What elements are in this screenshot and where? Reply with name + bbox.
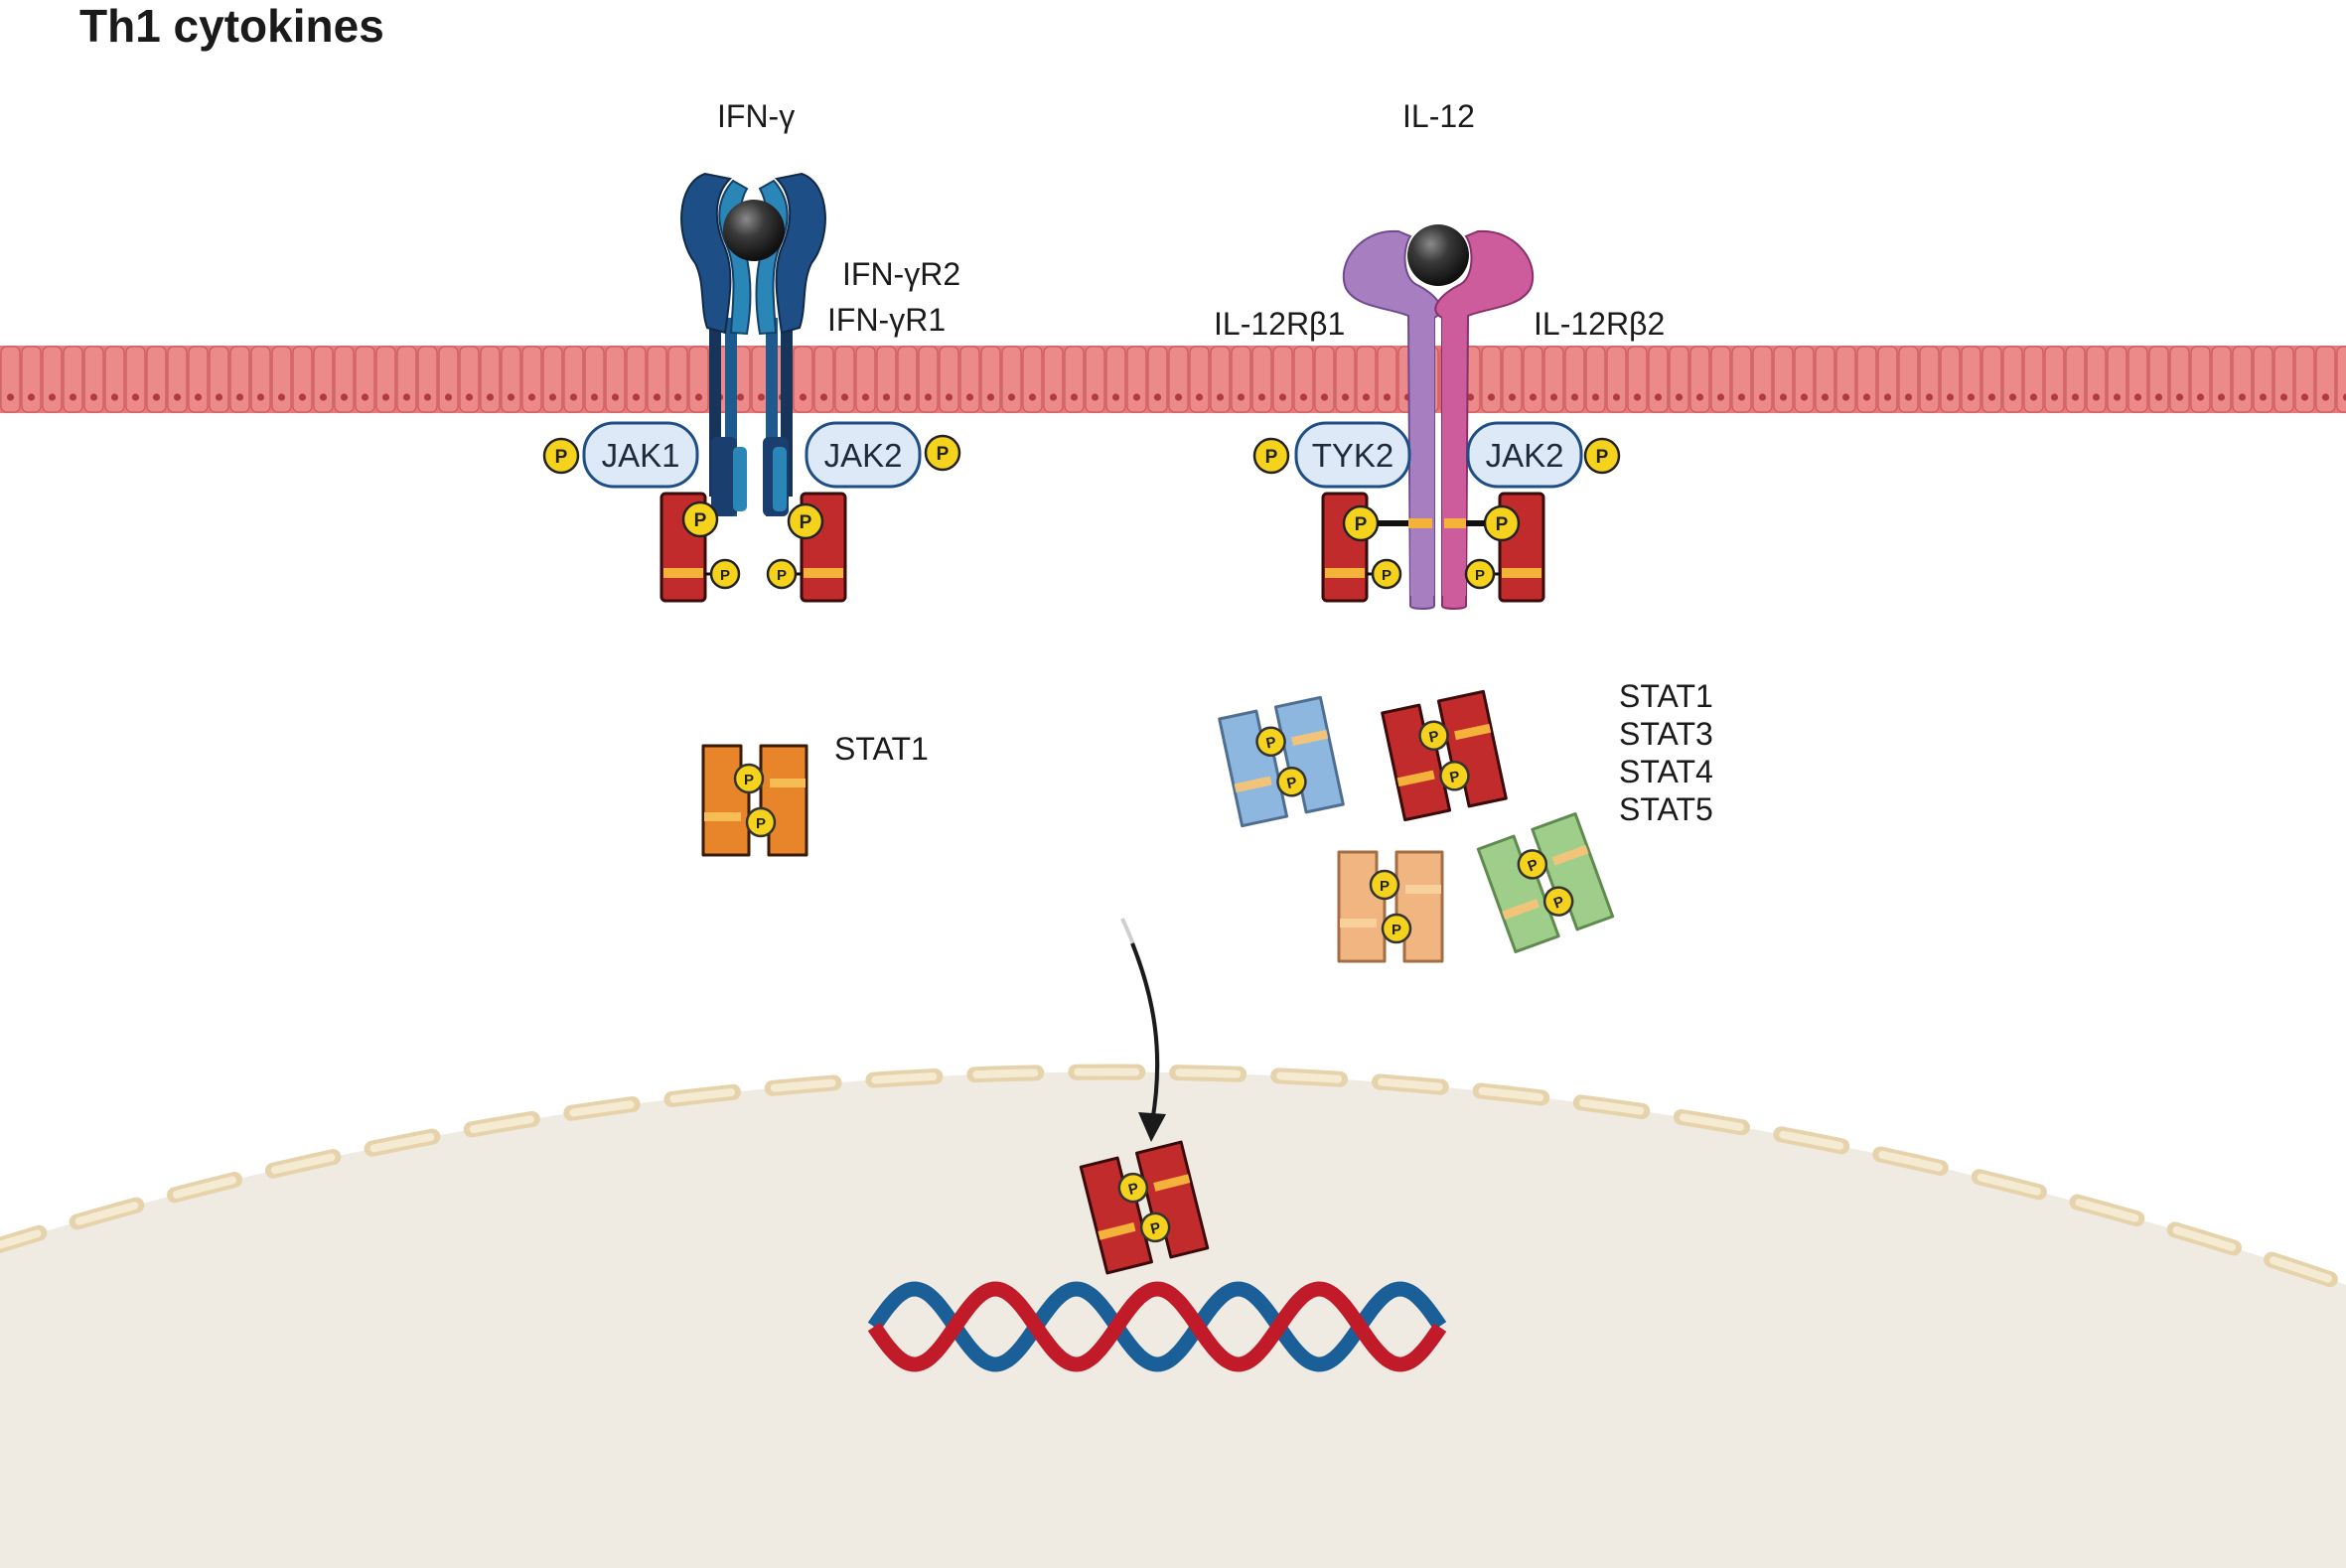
phospho-group: P <box>1252 437 1290 475</box>
jak2-kinase-right: JAK2 <box>1466 421 1583 489</box>
ifn-gamma-ligand <box>723 200 785 261</box>
stat-label-right-2: STAT3 <box>1619 716 1713 752</box>
svg-text:P: P <box>1380 878 1390 895</box>
stat-dimer: PP <box>1476 812 1615 953</box>
ifngr1-label: IFN-γR1 <box>827 302 946 338</box>
docked-stat-right: P P <box>1444 492 1545 603</box>
svg-text:JAK1: JAK1 <box>602 437 680 474</box>
dna-double-helix <box>867 1281 1447 1372</box>
il12rb1-label: IL-12Rβ1 <box>1214 306 1345 342</box>
ifngr2-outer-right <box>774 172 826 335</box>
svg-text:P: P <box>1126 1180 1140 1199</box>
ifngr1-chain-left <box>709 318 747 516</box>
svg-text:P: P <box>1264 734 1277 753</box>
svg-text:P: P <box>720 567 730 584</box>
stat-label-right-3: STAT4 <box>1619 754 1713 789</box>
docked-stat-left: P P <box>660 492 741 603</box>
svg-text:P: P <box>1149 1219 1163 1238</box>
ifngr2-outer-left <box>680 172 733 335</box>
svg-text:P: P <box>756 815 766 832</box>
phospho-group: P <box>924 434 961 472</box>
svg-text:P: P <box>1355 514 1368 535</box>
il12-ligand <box>1407 224 1469 286</box>
svg-text:JAK2: JAK2 <box>824 437 903 474</box>
svg-text:P: P <box>1427 728 1440 747</box>
svg-text:P: P <box>1448 768 1461 786</box>
svg-text:P: P <box>1596 447 1609 468</box>
jak2-kinase-left: JAK2 <box>805 421 922 489</box>
svg-text:P: P <box>1475 567 1485 584</box>
svg-text:P: P <box>800 512 812 533</box>
svg-text:P: P <box>1392 922 1401 938</box>
stat-dimer: PP <box>1079 1140 1210 1275</box>
svg-text:TYK2: TYK2 <box>1312 437 1394 474</box>
il12-label: IL-12 <box>1402 98 1475 134</box>
jak1-kinase: JAK1 <box>582 421 699 489</box>
ifngr2-chain-right <box>763 318 793 516</box>
stat-dimer: PP <box>1218 695 1345 828</box>
stat-label-right-4: STAT5 <box>1619 791 1713 827</box>
cell-membrane <box>0 346 2346 413</box>
ifn-gamma-label: IFN-γ <box>717 98 795 134</box>
stat-dimer: PP <box>1381 689 1508 822</box>
svg-text:P: P <box>937 444 950 465</box>
svg-text:P: P <box>1496 514 1509 535</box>
diagram-title: Th1 cytokines <box>79 0 384 52</box>
svg-text:P: P <box>777 567 787 584</box>
svg-text:P: P <box>1382 567 1392 584</box>
stat-dimer: PP <box>1337 850 1444 963</box>
ifngr2-label: IFN-γR2 <box>842 256 960 292</box>
stat-label-right-1: STAT1 <box>1619 678 1713 714</box>
il12rb2-label: IL-12Rβ2 <box>1534 306 1665 342</box>
docked-stat-left: P P <box>1321 492 1432 603</box>
tyk2-kinase: TYK2 <box>1294 421 1411 489</box>
svg-text:P: P <box>744 772 754 788</box>
stat-label-left: STAT1 <box>834 731 929 767</box>
nucleus <box>0 1064 2346 1568</box>
stat-dimer: PP <box>701 744 808 857</box>
phospho-group: P <box>542 437 580 475</box>
svg-text:P: P <box>555 447 568 468</box>
svg-text:JAK2: JAK2 <box>1486 437 1564 474</box>
svg-text:P: P <box>1285 774 1298 792</box>
svg-text:P: P <box>1265 447 1278 468</box>
translocation-arrow <box>1120 918 1166 1142</box>
phospho-group: P <box>1583 437 1621 475</box>
docked-stat-right: P P <box>766 492 847 603</box>
svg-text:P: P <box>694 510 707 531</box>
ifn-gamma-receptor-complex <box>680 172 826 516</box>
il12-receptor-complex <box>1342 224 1535 610</box>
